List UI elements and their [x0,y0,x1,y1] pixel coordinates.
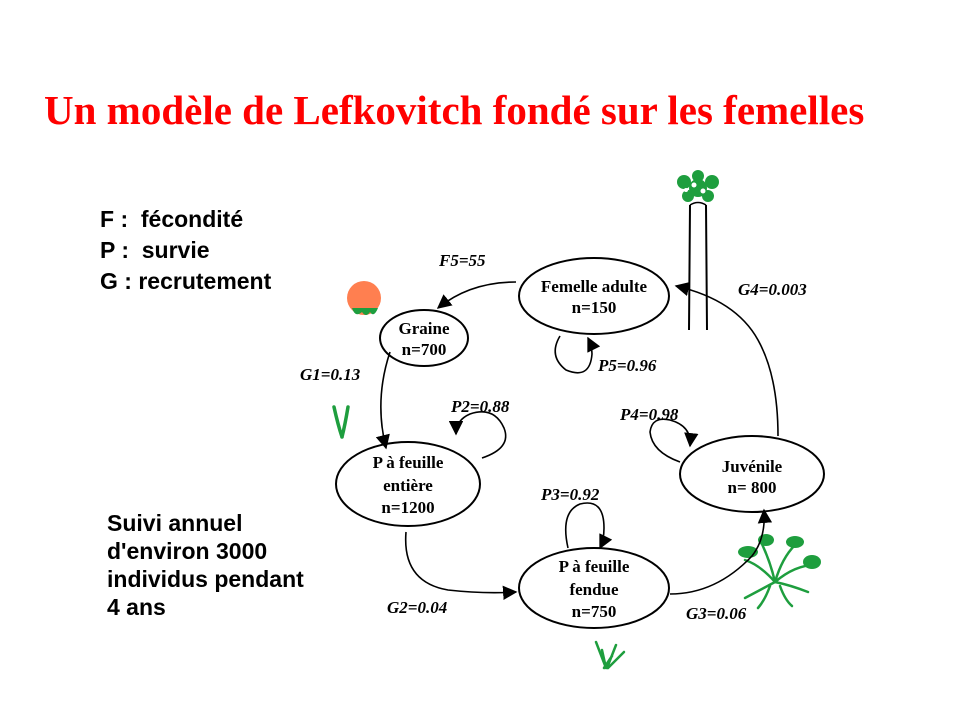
node-count: n=700 [402,340,447,359]
node-count: n=150 [572,298,617,317]
edge-label-p4: P4=0.98 [619,405,679,424]
legend-fecundity: F : fécondité [100,206,244,232]
node-label: Femelle adulte [541,277,648,296]
edge-p3-loop [564,502,613,550]
palm-tree-icon [677,170,719,331]
study-note: Suivi annuel d'environ 3000 individus pe… [107,509,304,621]
edge-label-g1: G1=0.13 [300,365,361,384]
node-label: P à feuille [373,453,444,472]
legend-recruitment: G : recrutement [100,268,272,294]
node-label: fendue [569,580,619,599]
study-note-line: Suivi annuel [107,510,243,536]
edge-label-f5: F5=55 [438,251,486,270]
edge-label-g4: G4=0.003 [738,280,807,299]
edge-label-g3: G3=0.06 [686,604,747,623]
edge-g4 [674,281,779,437]
edge-g1 [375,351,391,450]
page-title: Un modèle de Lefkovitch fondé sur les fe… [44,87,865,133]
edge-label-p3: P3=0.92 [540,485,600,504]
node-feuille-fendue: P à feuille fendue n=750 [518,547,670,629]
legend: F : fécondité P : survie G : recrutement [100,204,271,297]
node-label: entière [383,476,433,495]
edge-label-g2: G2=0.04 [387,598,447,617]
node-femelle-adulte: Femelle adulte n=150 [518,257,670,335]
edge-g3 [669,508,773,595]
node-count: n=750 [572,602,617,621]
node-count: n=1200 [381,498,434,517]
study-note-line: individus pendant [107,566,304,592]
edge-f5 [436,281,517,309]
edge-p4-loop [649,418,699,463]
study-note-line: 4 ans [107,594,166,620]
node-graine: Graine n=700 [379,309,469,367]
fan-palm-icon [738,534,821,610]
seedling-icon [332,405,350,439]
node-label: P à feuille [559,557,630,576]
edge-g2 [404,531,518,600]
node-label: Juvénile [722,457,783,476]
edge-p5-loop [554,335,601,374]
edge-p2-loop [448,411,507,459]
node-feuille-entiere: P à feuille entière n=1200 [335,441,481,527]
split-leaf-seedling-icon [594,640,626,670]
node-label: Graine [399,319,450,338]
study-note-line: d'environ 3000 [107,538,268,564]
node-juvenile: Juvénile n= 800 [679,435,825,513]
edge-label-p2: P2=0.88 [450,397,510,416]
seed-icon [347,281,381,315]
node-count: n= 800 [728,478,777,497]
legend-survival: P : survie [100,237,210,263]
edge-label-p5: P5=0.96 [597,356,657,375]
